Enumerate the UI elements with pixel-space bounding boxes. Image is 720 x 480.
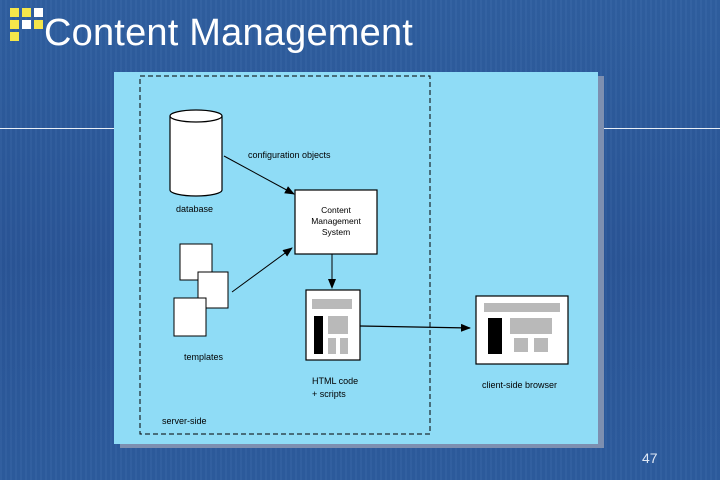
cms-label-line2: Management [311,216,361,226]
html-page-icon [305,289,361,361]
cms-label-line1: Content [321,205,351,215]
page-number: 47 [642,450,658,466]
slide-title: Content Management [44,12,414,54]
server-side-label: server-side [162,416,207,426]
database-icon [169,109,223,197]
html-to-browser-arrow [359,323,471,332]
cms-box [294,189,378,255]
cms-label-line3: System [322,227,350,237]
scripts-label: + scripts [312,389,346,399]
client-browser-label: client-side browser [482,380,557,390]
architecture-diagram: database configuration objects Content M… [114,72,598,444]
title-bullet-icon [10,8,50,52]
configuration-objects-label: configuration objects [248,150,331,160]
config-arrow [223,155,295,195]
templates-label: templates [184,352,224,362]
templates-arrow [231,247,293,293]
database-label: database [176,204,213,214]
html-code-label: HTML code [312,376,358,386]
server-side-boundary [139,75,431,435]
templates-icon [173,243,229,337]
browser-icon [475,295,569,365]
title-rule-left [0,128,120,129]
title-rule-right [598,128,720,129]
